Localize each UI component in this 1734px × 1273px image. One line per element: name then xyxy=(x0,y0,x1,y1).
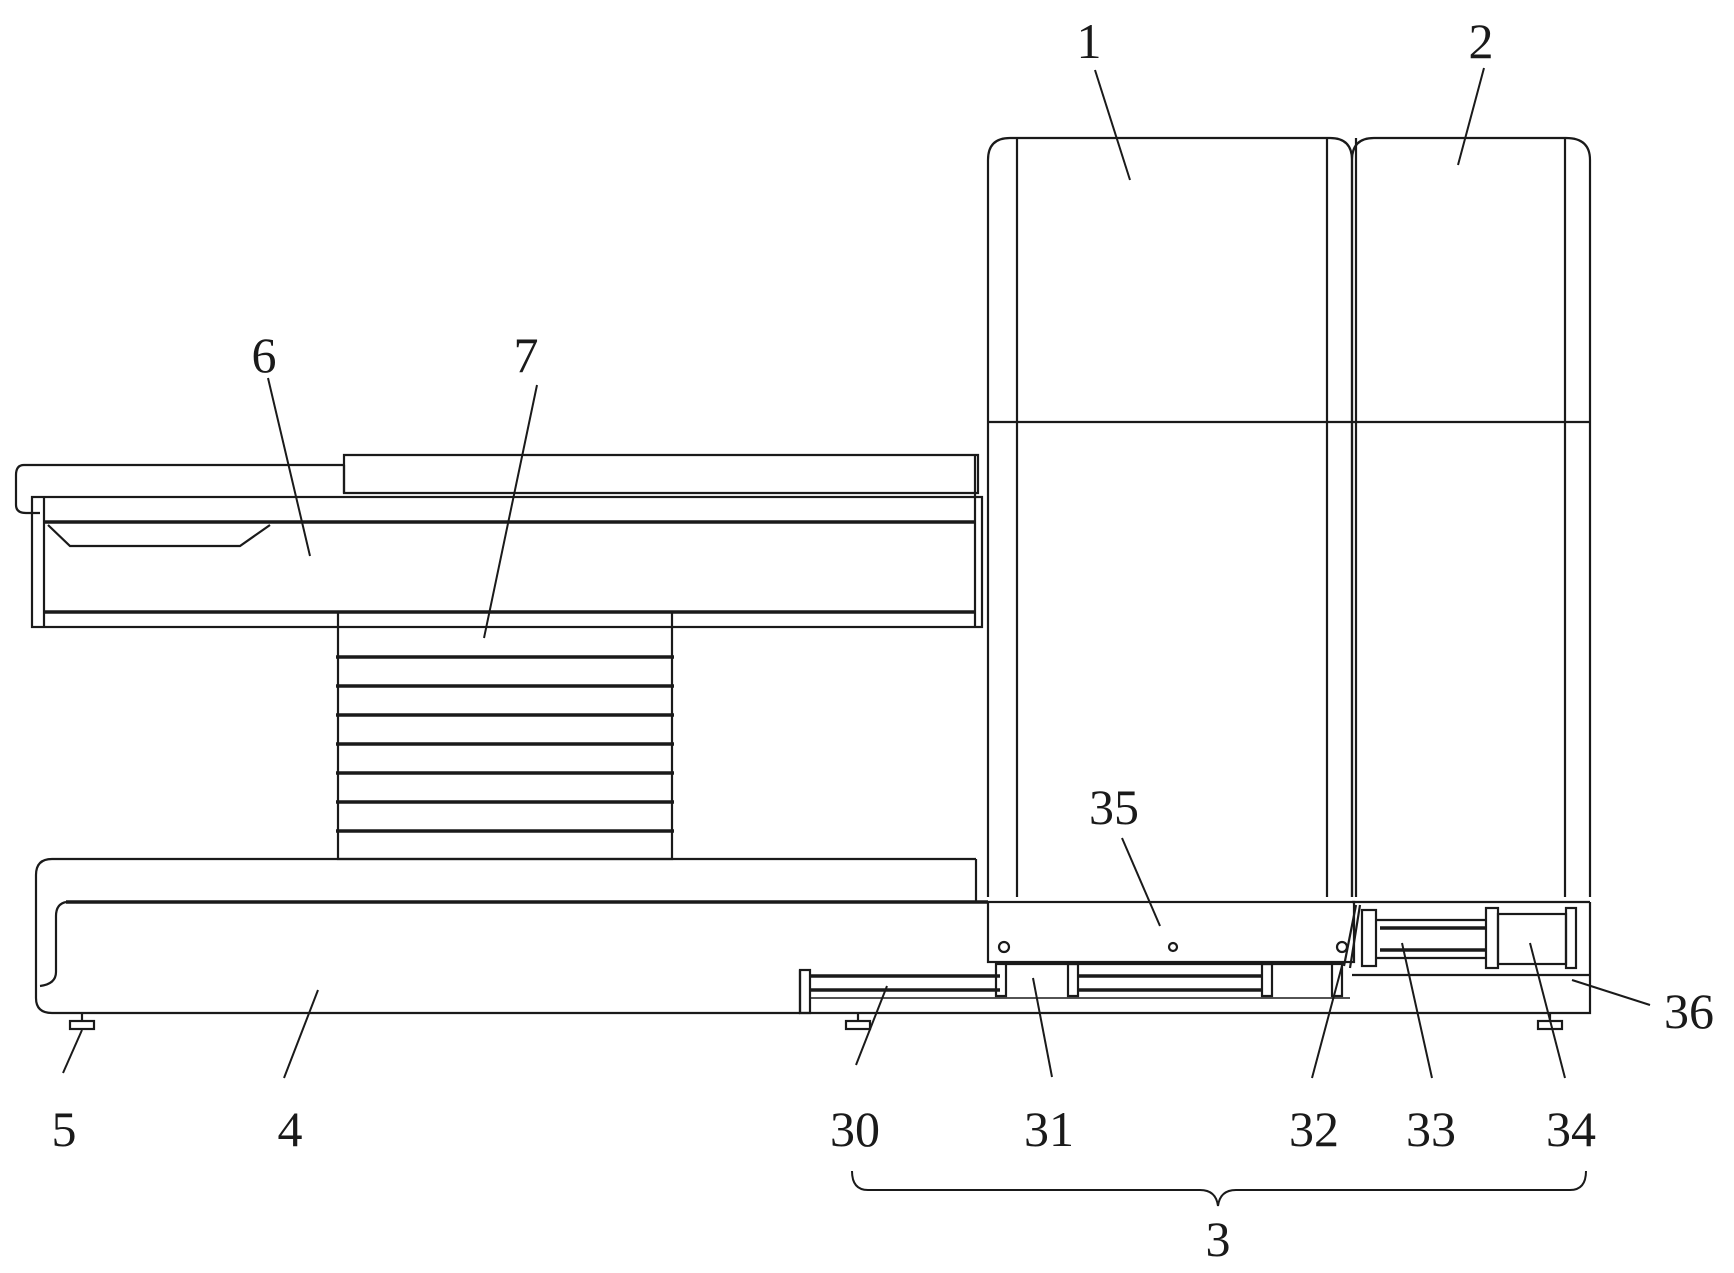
feet-5 xyxy=(68,1013,1564,1031)
label-4: 4 xyxy=(278,1101,303,1157)
label-32: 32 xyxy=(1289,1101,1339,1157)
label-1: 1 xyxy=(1077,13,1102,69)
drive-assembly-3 xyxy=(798,900,1592,1015)
label-31: 31 xyxy=(1024,1101,1074,1157)
label-35: 35 xyxy=(1089,779,1139,835)
leader-lines xyxy=(62,67,1651,1207)
label-7: 7 xyxy=(514,327,539,383)
base-4 xyxy=(34,857,988,1015)
bellows-column-7 xyxy=(336,610,674,861)
label-3: 3 xyxy=(1206,1211,1231,1267)
label-30: 30 xyxy=(830,1101,880,1157)
label-5: 5 xyxy=(52,1101,77,1157)
cabinet-1 xyxy=(986,136,1354,897)
label-2: 2 xyxy=(1469,13,1494,69)
label-34: 34 xyxy=(1546,1101,1596,1157)
cabinet-2 xyxy=(1350,136,1592,897)
label-6: 6 xyxy=(252,327,277,383)
upper-table-6 xyxy=(14,453,984,629)
label-36: 36 xyxy=(1664,983,1714,1039)
label-33: 33 xyxy=(1406,1101,1456,1157)
reference-labels: 1 2 6 7 35 36 5 4 30 31 32 33 34 3 xyxy=(52,13,1715,1267)
